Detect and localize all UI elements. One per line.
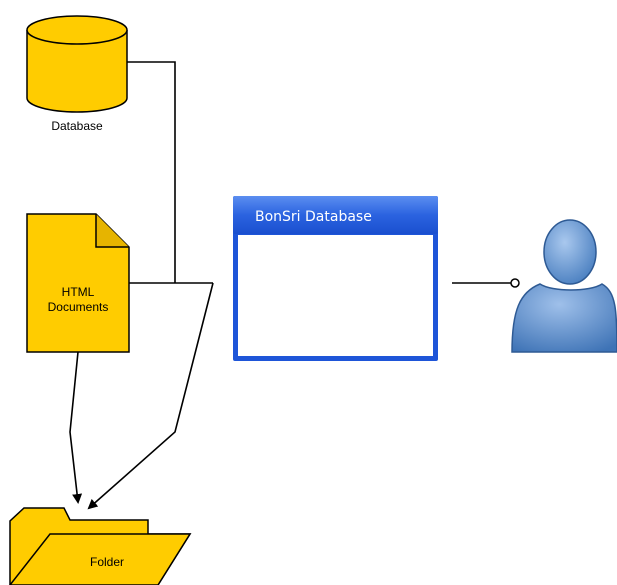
window-title: BonSri Database	[255, 209, 372, 225]
user-icon	[511, 219, 617, 353]
folder-icon	[9, 507, 192, 585]
folder-label: Folder	[89, 555, 124, 569]
html-documents-label-line2: Documents	[47, 300, 109, 314]
db-to-hub-connector	[127, 61, 176, 283]
connector-lines	[69, 61, 511, 510]
docs-to-folder-arrow	[69, 351, 83, 504]
document-icon	[26, 213, 130, 353]
application-window-icon	[233, 196, 438, 361]
html-documents-label-line1: HTML	[61, 285, 95, 299]
database-cylinder-icon	[26, 15, 128, 113]
database-label: Database	[51, 119, 103, 133]
connector-endpoint	[510, 278, 520, 288]
hub-to-folder-arrow	[87, 282, 214, 510]
